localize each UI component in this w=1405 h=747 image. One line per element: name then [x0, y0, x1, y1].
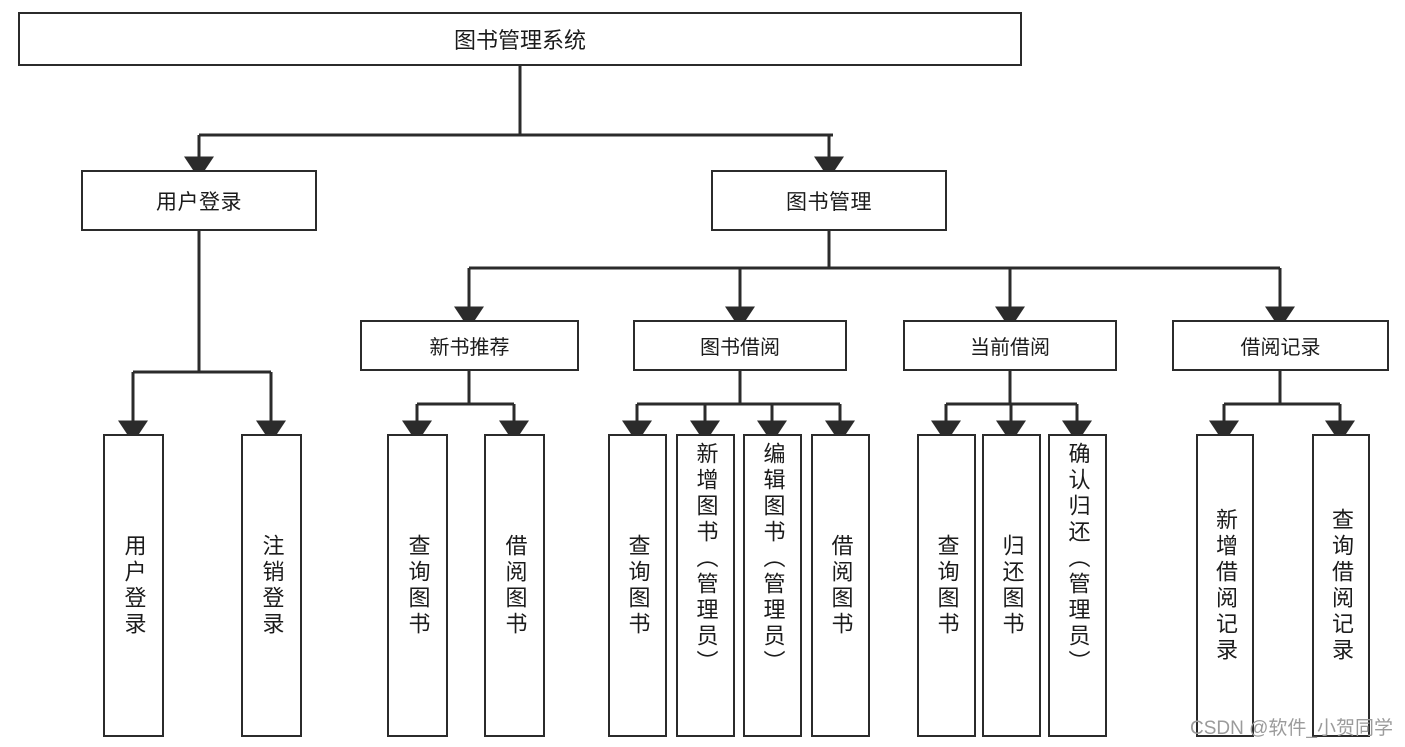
node-borrow-records[interactable]: 借阅记录 [1172, 320, 1389, 371]
node-label: 图书管理 [786, 190, 872, 214]
node-new-book-recommend[interactable]: 新书推荐 [360, 320, 579, 371]
node-label: 新书推荐 [429, 337, 510, 359]
leaf-inner: 归还图书 [984, 436, 1039, 735]
leaf-label: 借阅图书 [502, 533, 528, 638]
leaf-label: 新增图书（管理员） [693, 442, 719, 676]
leaf-inner: 借阅图书 [813, 436, 868, 735]
leaf-label: 查询图书 [405, 533, 431, 638]
leaf-label: 新增借阅记录 [1213, 507, 1238, 664]
leaf-borrow-add-book-admin[interactable]: 新增图书（管理员） [676, 434, 735, 737]
leaf-records-query-record[interactable]: 查询借阅记录 [1312, 434, 1370, 737]
leaf-user-login-logout[interactable]: 注销登录 [241, 434, 302, 737]
node-label: 用户登录 [156, 190, 242, 214]
leaf-label: 查询借阅记录 [1329, 507, 1354, 664]
leaf-label: 编辑图书（管理员） [760, 442, 786, 676]
leaf-inner: 用户登录 [105, 436, 162, 735]
leaf-inner: 借阅图书 [486, 436, 543, 735]
node-label: 当前借阅 [970, 337, 1050, 359]
leaf-borrow-query-book[interactable]: 查询图书 [608, 434, 667, 737]
leaf-inner: 注销登录 [243, 436, 300, 735]
leaf-label: 确认归还（管理员） [1065, 442, 1091, 676]
node-label: 借阅记录 [1240, 337, 1321, 359]
leaf-label: 注销登录 [259, 533, 285, 638]
leaf-inner: 新增借阅记录 [1198, 436, 1252, 735]
leaf-user-login-login[interactable]: 用户登录 [103, 434, 164, 737]
leaf-current-confirm-return-admin[interactable]: 确认归还（管理员） [1048, 434, 1107, 737]
node-label: 图书借阅 [700, 337, 780, 359]
node-user-login[interactable]: 用户登录 [81, 170, 317, 231]
leaf-borrow-borrow-book[interactable]: 借阅图书 [811, 434, 870, 737]
leaf-current-return-book[interactable]: 归还图书 [982, 434, 1041, 737]
leaf-label: 归还图书 [999, 533, 1025, 638]
leaf-borrow-edit-book-admin[interactable]: 编辑图书（管理员） [743, 434, 802, 737]
leaf-current-query-book[interactable]: 查询图书 [917, 434, 976, 737]
node-current-borrow[interactable]: 当前借阅 [903, 320, 1117, 371]
leaf-label: 查询图书 [625, 533, 651, 638]
leaf-label: 用户登录 [121, 533, 147, 638]
leaf-new-book-query[interactable]: 查询图书 [387, 434, 448, 737]
leaf-label: 借阅图书 [828, 533, 854, 638]
leaf-inner: 查询图书 [389, 436, 446, 735]
leaf-records-add-record[interactable]: 新增借阅记录 [1196, 434, 1254, 737]
leaf-inner: 新增图书（管理员） [678, 436, 733, 741]
leaf-inner: 确认归还（管理员） [1050, 436, 1105, 741]
node-book-borrow[interactable]: 图书借阅 [633, 320, 847, 371]
leaf-inner: 编辑图书（管理员） [745, 436, 800, 741]
leaf-inner: 查询图书 [919, 436, 974, 735]
node-root-system[interactable]: 图书管理系统 [18, 12, 1022, 66]
leaf-label: 查询图书 [934, 533, 960, 638]
node-book-management[interactable]: 图书管理 [711, 170, 947, 231]
leaf-inner: 查询图书 [610, 436, 665, 735]
leaf-new-book-borrow[interactable]: 借阅图书 [484, 434, 545, 737]
node-label: 图书管理系统 [453, 28, 586, 53]
csdn-watermark: CSDN @软件_小贺同学 [1190, 718, 1393, 739]
leaf-inner: 查询借阅记录 [1314, 436, 1368, 735]
